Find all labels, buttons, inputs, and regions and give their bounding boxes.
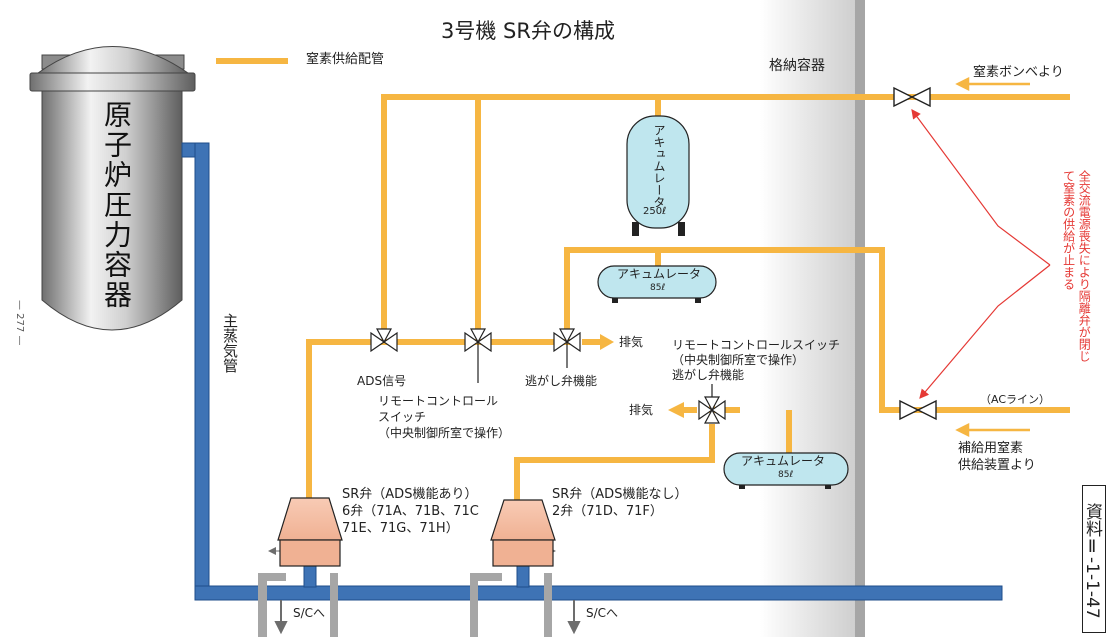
remote-switch-right-1: リモートコントロールスイッチ xyxy=(672,338,841,352)
sc-pipes xyxy=(258,573,552,637)
srv-ads-label-1: SR弁（ADS機能あり） xyxy=(342,487,478,502)
ac-line-label: （ACライン） xyxy=(980,393,1051,406)
remote-switch-left-2: スイッチ xyxy=(378,410,427,424)
from-cylinder-label: 窒素ボンベより xyxy=(973,65,1064,80)
exhaust-right-label: 排気 xyxy=(629,403,654,417)
accumulator-large xyxy=(626,115,690,236)
three-way-valve-remote xyxy=(464,328,492,383)
exhaust-arrows xyxy=(582,334,697,418)
legend-label: 窒素供給配管 xyxy=(306,52,385,67)
containment-wall xyxy=(855,0,865,637)
note-arrows xyxy=(911,109,1051,399)
srv-noads-label-1: SR弁（ADS機能なし） xyxy=(552,487,688,502)
isolation-valve-top xyxy=(893,86,931,108)
accumulator-large-volume: 250ℓ xyxy=(643,206,667,217)
remote-switch-right-2: （中央制御所室で操作） xyxy=(672,353,805,367)
srv-noads-label-2: 2弁（71D、71F） xyxy=(552,504,663,519)
sc-left-label: S/Cへ xyxy=(293,606,326,620)
accumulator-low-volume: 85ℓ xyxy=(778,470,794,480)
remote-switch-right-3: 逃がし弁機能 xyxy=(672,368,745,382)
three-way-valve-relief xyxy=(553,328,581,368)
srv-ads-label-2: 6弁（71A、71B、71C xyxy=(342,504,479,519)
accumulator-low-label: アキュムレータ xyxy=(741,454,826,468)
sr-valve-ads xyxy=(277,497,343,567)
relief-function-label: 逃がし弁機能 xyxy=(525,374,598,388)
sc-right-label: S/Cへ xyxy=(586,606,619,620)
exhaust-left-label: 排気 xyxy=(619,335,644,349)
containment-band xyxy=(760,0,858,637)
main-steam-pipe xyxy=(181,142,1003,601)
accumulator-mid-volume: 85ℓ xyxy=(650,283,666,293)
rpv-label: 原子炉圧力容器 xyxy=(100,100,133,310)
three-way-valve-right xyxy=(698,384,726,424)
accumulator-mid xyxy=(597,265,717,303)
page-number: — 277 — xyxy=(14,300,25,346)
diagram-title: 3号機 SR弁の構成 xyxy=(441,19,615,43)
accumulator-low xyxy=(723,452,849,489)
remote-switch-left-1: リモートコントロール xyxy=(378,394,499,408)
ads-signal-label: ADS信号 xyxy=(357,374,407,388)
from-supply-label-2: 供給装置より xyxy=(958,458,1036,473)
isolation-note: 全交流電源喪失により隔離弁が閉じて窒素の供給が止まる xyxy=(1061,170,1092,362)
main-steam-label: 主蒸気管 xyxy=(221,313,239,373)
accumulator-mid-label: アキュムレータ xyxy=(617,267,702,281)
srv-ads-label-3: 71E、71G、71H） xyxy=(342,521,459,536)
three-way-valve-ads xyxy=(370,328,398,353)
doc-ref-box: 資料Ⅱ-1-1-47 xyxy=(1082,485,1106,633)
isolation-valve-bottom xyxy=(899,399,937,421)
reactor-pressure-vessel xyxy=(29,46,196,331)
accumulator-large-label: アキュムレータ xyxy=(652,124,666,208)
remote-switch-left-3: （中央制御所室で操作） xyxy=(378,426,511,440)
inflow-arrows xyxy=(955,76,1030,438)
sr-valve-noads xyxy=(490,499,556,567)
containment-label: 格納容器 xyxy=(769,58,825,74)
from-supply-label-1: 補給用窒素 xyxy=(958,441,1024,456)
